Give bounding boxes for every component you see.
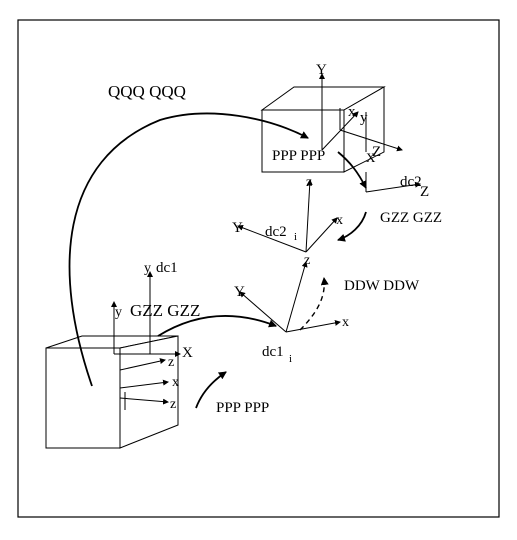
- axis-label-X-top: X: [366, 150, 376, 165]
- arrow-qqq: [68, 112, 309, 387]
- cube-bottom-left: [45, 335, 179, 449]
- axis-label-z-cube-lower: z: [170, 397, 176, 412]
- axis-label-Z-dc2: Z: [420, 184, 429, 200]
- label-dc2i-sub: i: [294, 231, 297, 243]
- arrow-ddw: [299, 277, 329, 331]
- label-dc1i-sub: i: [289, 353, 292, 365]
- arrow-gzz-upper: [337, 211, 367, 242]
- label-ppp-top: PPP PPP: [272, 148, 325, 164]
- axis-label-y-cube: y: [115, 305, 122, 320]
- axis-label-x-top: x: [348, 104, 356, 120]
- axis-label-X-cube: X: [182, 345, 193, 361]
- axis-label-z-dc2i: z: [306, 175, 312, 190]
- arrow-gzz-lower: [157, 315, 277, 337]
- axis-label-x-dc1i: x: [342, 315, 349, 330]
- cube-top-right: [260, 86, 386, 173]
- label-dc1i-base: dc1: [262, 344, 284, 360]
- arrow-ppp-lower: [195, 371, 227, 409]
- axis-label-z-dc1i: z: [304, 253, 310, 268]
- axis-label-Y-dc2i: Y: [232, 220, 243, 236]
- figure-frame: [17, 19, 500, 518]
- frame-dc2i: [237, 179, 338, 253]
- axis-label-Z-top: Z: [372, 144, 381, 160]
- label-gzz-left: GZZ GZZ: [130, 301, 200, 320]
- label-ppp-bottom: PPP PPP: [216, 400, 269, 416]
- axis-label-Y-top: Y: [316, 62, 327, 78]
- cube-bottom-left-axes: [111, 271, 181, 410]
- label-dc1: dc1: [156, 260, 178, 276]
- label-gzz-right: GZZ GZZ: [380, 210, 442, 226]
- label-ddw: DDW DDW: [344, 278, 420, 294]
- axis-label-x-dc2i: x: [336, 213, 343, 228]
- label-qqq: QQQ QQQ: [108, 82, 186, 101]
- axis-label-y-top: y: [360, 110, 368, 126]
- arrow-ppp-upper: [337, 151, 367, 189]
- axis-label-y-dc1: y: [144, 261, 151, 276]
- label-dc2i-base: dc2: [265, 224, 287, 240]
- axis-label-z-cube: z: [168, 355, 174, 370]
- axis-label-x-cube: x: [172, 375, 179, 390]
- axis-label-Y-dc1i: Y: [234, 284, 245, 300]
- frame-dc1i: [239, 261, 341, 333]
- label-dc2: dc2: [400, 174, 422, 190]
- transform-arrows: [68, 112, 367, 409]
